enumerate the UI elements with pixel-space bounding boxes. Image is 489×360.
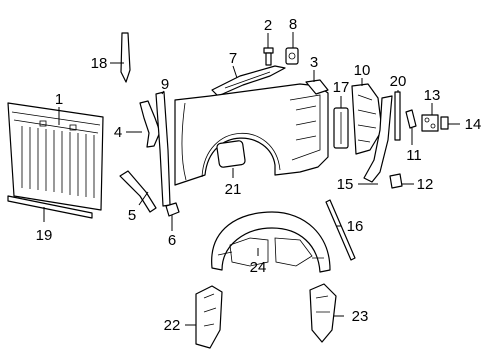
part-18-stake-strip [120, 32, 131, 83]
callout-14: 14 [465, 116, 482, 133]
callout-18: 18 [91, 55, 108, 72]
leader-lines [43, 32, 460, 326]
part-15-long-bracket [363, 95, 393, 183]
callout-24: 24 [250, 259, 267, 276]
bed-side-panel [174, 83, 329, 186]
callout-15: 15 [337, 176, 354, 193]
part-14-clip [440, 116, 449, 130]
callout-23: 23 [352, 308, 369, 325]
part-9-pillar [155, 91, 171, 207]
part-10-pillar-inner [351, 83, 383, 155]
part-11-small-bracket [405, 109, 417, 129]
part-5-bracket [119, 170, 157, 213]
callout-6: 6 [168, 232, 176, 249]
part-24-wheelhouse-liner [211, 211, 331, 273]
part-1-bed-front-panel [7, 102, 104, 211]
part-8-nut-plate [285, 47, 299, 65]
callout-4: 4 [114, 124, 122, 141]
callout-20: 20 [390, 73, 407, 90]
callout-7: 7 [229, 50, 237, 67]
callout-8: 8 [289, 16, 297, 33]
part-3-corner-cap [305, 79, 329, 95]
part-6-clip [165, 202, 180, 217]
callout-12: 12 [417, 176, 434, 193]
callout-13: 13 [424, 87, 441, 104]
part-4-bracket [139, 100, 161, 148]
callout-21: 21 [225, 181, 242, 198]
part-2-bolt [263, 47, 274, 66]
callout-2: 2 [264, 17, 272, 34]
part-23-splash-guard [309, 283, 337, 343]
part-13-plate [421, 114, 439, 132]
callout-19: 19 [36, 227, 53, 244]
callout-9: 9 [161, 76, 169, 93]
part-19-sill-strip [7, 195, 93, 219]
callout-3: 3 [310, 54, 318, 71]
part-16-rod [325, 199, 356, 261]
callout-labels: 1 2 3 4 5 6 7 8 9 10 11 12 13 14 15 16 1… [36, 16, 482, 334]
callout-10: 10 [354, 62, 371, 79]
callout-5: 5 [128, 207, 136, 224]
callout-11: 11 [406, 147, 422, 164]
callout-16: 16 [347, 218, 364, 235]
callout-17: 17 [333, 79, 350, 96]
part-17-brace [333, 107, 349, 149]
part-22-splash-guard [195, 285, 223, 349]
callout-1: 1 [55, 91, 63, 108]
callout-22: 22 [164, 317, 181, 334]
part-20-strip [394, 91, 401, 141]
part-12-clip [389, 173, 403, 189]
